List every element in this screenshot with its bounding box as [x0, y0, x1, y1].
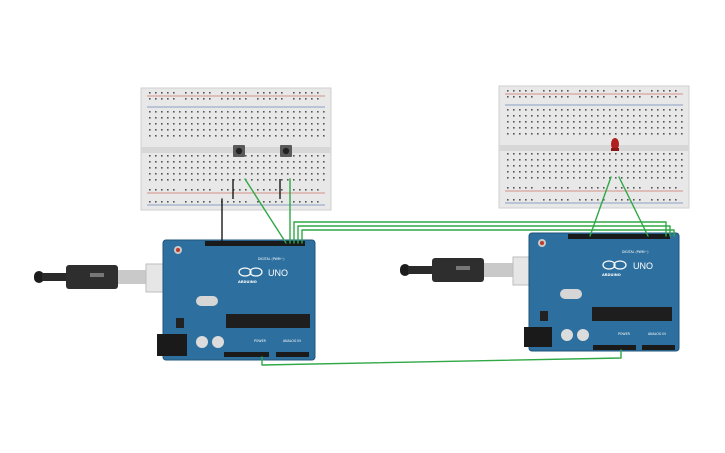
analog-label: ANALOG IN — [283, 339, 301, 343]
analog-header — [642, 345, 675, 350]
breadboard-holes — [507, 90, 683, 201]
power-jack[interactable] — [524, 327, 552, 347]
power-label: POWER — [254, 339, 267, 343]
usb-cable-left[interactable] — [34, 263, 177, 293]
arduino-board-right[interactable]: DIGITAL (PWM~) ARDUINO UNO POWER ANALOG … — [524, 232, 680, 352]
arduino-logo: ARDUINO — [602, 260, 627, 277]
crystal — [196, 296, 218, 306]
pushbutton-1[interactable] — [233, 145, 245, 157]
power-label: POWER — [618, 332, 631, 336]
capacitor — [577, 329, 589, 341]
model-label: UNO — [633, 261, 653, 271]
svg-text:ARDUINO: ARDUINO — [238, 280, 257, 284]
atmega-chip — [226, 314, 310, 328]
digital-label: DIGITAL (PWM~) — [622, 250, 648, 254]
breadboard-right[interactable] — [498, 85, 690, 209]
wire-button1-pin[interactable] — [244, 178, 287, 244]
svg-text:ARDUINO: ARDUINO — [602, 273, 621, 277]
wire-power-link[interactable] — [261, 349, 622, 366]
wire-led-cathode[interactable] — [618, 176, 649, 237]
capacitor — [196, 336, 208, 348]
digital-header — [568, 234, 670, 239]
pushbutton-2[interactable] — [280, 145, 292, 157]
crystal — [560, 289, 582, 299]
usb-cable-right[interactable] — [400, 256, 544, 286]
analog-header — [276, 352, 309, 357]
atmega-chip — [592, 307, 672, 321]
wire-led-anode[interactable] — [589, 176, 612, 237]
breadboard-left[interactable] — [140, 87, 332, 211]
led-red[interactable] — [611, 138, 619, 151]
capacitor — [212, 336, 224, 348]
model-label: UNO — [268, 268, 288, 278]
arduino-logo: ARDUINO — [238, 267, 263, 284]
arduino-board-left[interactable]: DIGITAL (PWM~) ARDUINO UNO POWER ANALOG … — [157, 239, 316, 361]
wire-tx-link[interactable] — [293, 221, 667, 244]
power-header — [224, 352, 269, 357]
power-jack[interactable] — [157, 334, 187, 356]
wire-rx-link[interactable] — [297, 225, 671, 244]
digital-header — [205, 241, 305, 246]
power-header — [593, 345, 636, 350]
capacitor — [561, 329, 573, 341]
breadboard-holes — [149, 92, 325, 203]
analog-label: ANALOG IN — [648, 332, 666, 336]
digital-label: DIGITAL (PWM~) — [258, 257, 284, 261]
wire-gnd-link[interactable] — [301, 229, 675, 244]
